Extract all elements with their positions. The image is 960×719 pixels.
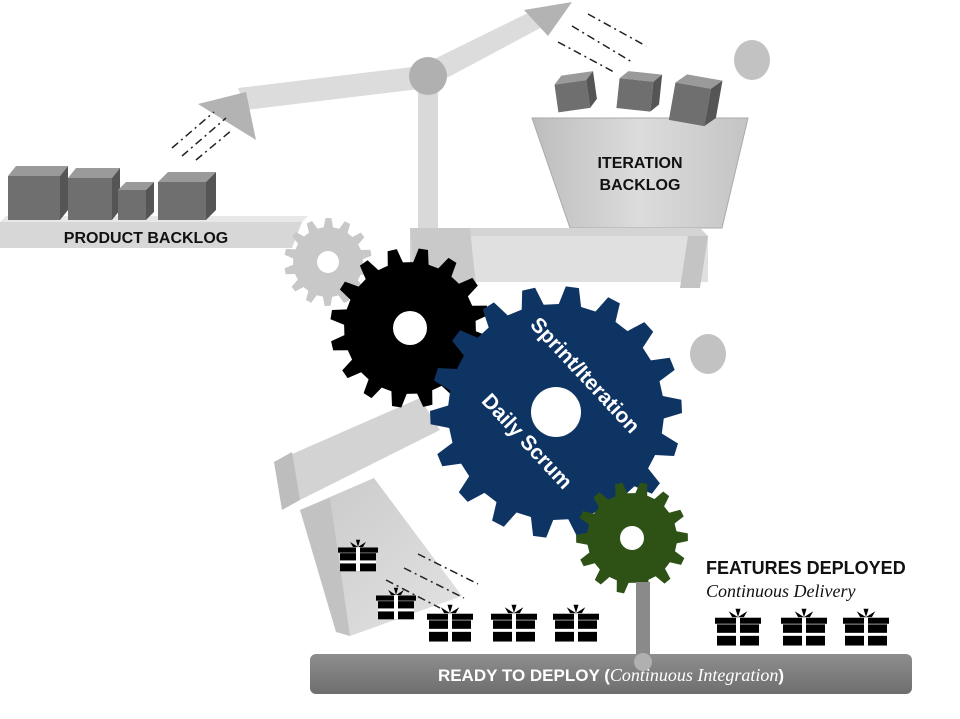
- arm-joint: [409, 57, 447, 95]
- gift-icon: [715, 608, 761, 646]
- arrow-head-icon: [198, 92, 256, 140]
- robot-arm: [198, 2, 572, 230]
- gift-icon: [843, 608, 889, 646]
- ready-to-deploy-close: ): [778, 666, 784, 685]
- gift-group: [338, 539, 889, 646]
- features-deployed-label: FEATURES DEPLOYED: [706, 558, 906, 578]
- product-backlog-boxes: [8, 166, 216, 220]
- conveyor-belt: READY TO DEPLOY (Continuous Integration): [310, 653, 912, 694]
- arrow-head-icon: [524, 2, 572, 36]
- gift-icon: [781, 608, 827, 646]
- gear-icon: [430, 286, 682, 538]
- conveyor-joint: [634, 653, 652, 671]
- gear-support-post: [636, 582, 650, 662]
- gear-icon: [576, 482, 688, 594]
- box-icon: [554, 71, 597, 113]
- iteration-backlog-boxes: [554, 71, 723, 127]
- box-icon: [668, 74, 723, 127]
- output-chute: [274, 398, 462, 636]
- motion-lines-icon: [171, 13, 647, 161]
- gift-icon: [553, 604, 599, 642]
- decorative-ball: [734, 40, 770, 80]
- box-icon: [118, 182, 154, 220]
- decorative-ball: [690, 334, 726, 374]
- iteration-backlog-label: ITERATION: [597, 155, 682, 172]
- gift-icon: [376, 587, 416, 620]
- gear-icon: [330, 248, 490, 408]
- gift-icon: [338, 539, 378, 572]
- gift-icon: [491, 604, 537, 642]
- ready-to-deploy-label: READY TO DEPLOY (Continuous Integration): [438, 665, 784, 685]
- iteration-backlog-hopper: ITERATION BACKLOG: [531, 117, 749, 229]
- product-backlog-shelf: PRODUCT BACKLOG: [0, 216, 308, 248]
- continuous-integration-text: Continuous Integration: [610, 665, 779, 685]
- box-icon: [68, 168, 120, 220]
- gift-icon: [427, 604, 473, 642]
- motion-lines-icon: [385, 553, 479, 609]
- box-icon: [158, 172, 216, 220]
- gear-hole: [317, 251, 339, 273]
- box-icon: [8, 166, 68, 220]
- box-icon: [616, 71, 663, 112]
- iteration-backlog-label: BACKLOG: [600, 177, 681, 194]
- continuous-delivery-label: Continuous Delivery: [706, 581, 855, 601]
- gear-hole: [393, 311, 427, 345]
- ready-to-deploy-text: READY TO DEPLOY (: [438, 666, 610, 685]
- product-backlog-label: PRODUCT BACKLOG: [64, 230, 228, 247]
- gear-hole: [531, 387, 581, 437]
- machine-block: [410, 228, 708, 288]
- gear-hole: [620, 526, 644, 550]
